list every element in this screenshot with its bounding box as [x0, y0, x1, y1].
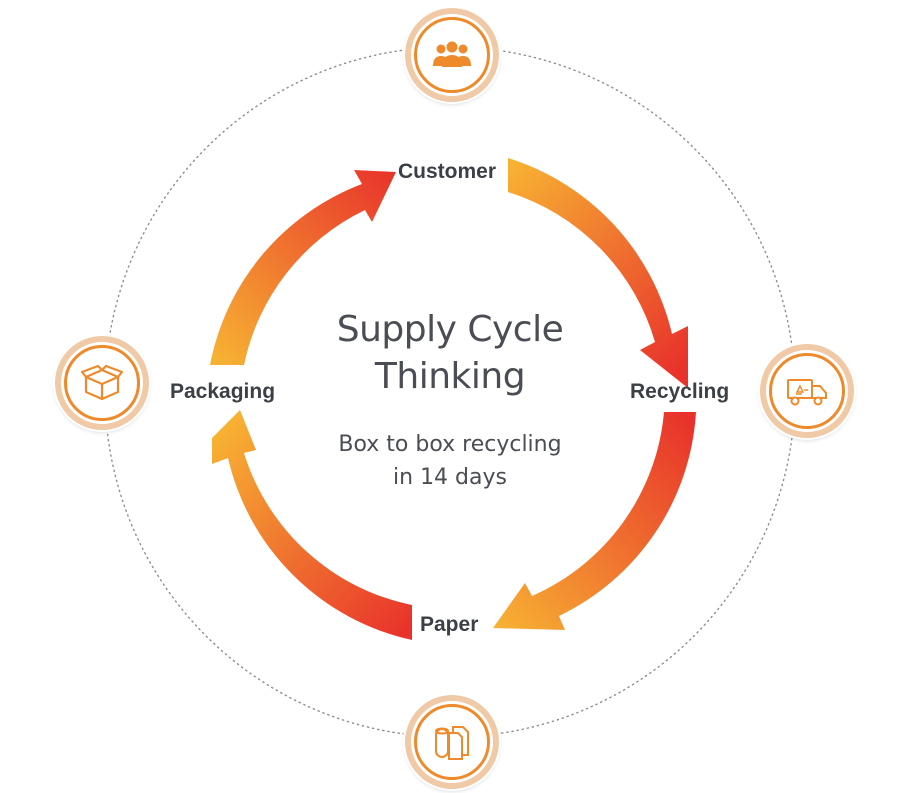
diagram-subtitle-line-2: in 14 days	[393, 465, 507, 490]
people-icon	[433, 41, 471, 67]
stage-label-recycling: Recycling	[630, 380, 730, 403]
customer-badge	[405, 8, 499, 102]
box-icon	[81, 364, 123, 401]
arrow-customer-to-recycling	[508, 158, 688, 388]
recycling-truck-icon	[787, 379, 827, 406]
arrow-recycling-to-paper	[493, 412, 696, 630]
diagram-title-line-2: Thinking	[374, 356, 526, 397]
packaging-badge	[55, 336, 149, 430]
stage-label-packaging: Packaging	[170, 380, 276, 403]
arrow-paper-to-packaging	[212, 410, 412, 640]
paper-roll-icon	[435, 726, 469, 760]
diagram-title-line-1: Supply Cycle	[336, 309, 564, 350]
recycling-badge	[760, 344, 854, 438]
stage-label-paper: Paper	[420, 613, 479, 636]
arrow-packaging-to-customer	[210, 170, 396, 365]
stage-label-customer: Customer	[398, 160, 497, 183]
paper-badge	[405, 695, 499, 789]
diagram-title: Supply Cycle Thinking	[300, 306, 600, 400]
diagram-subtitle: Box to box recycling in 14 days	[300, 428, 600, 494]
diagram-subtitle-line-1: Box to box recycling	[338, 432, 562, 457]
